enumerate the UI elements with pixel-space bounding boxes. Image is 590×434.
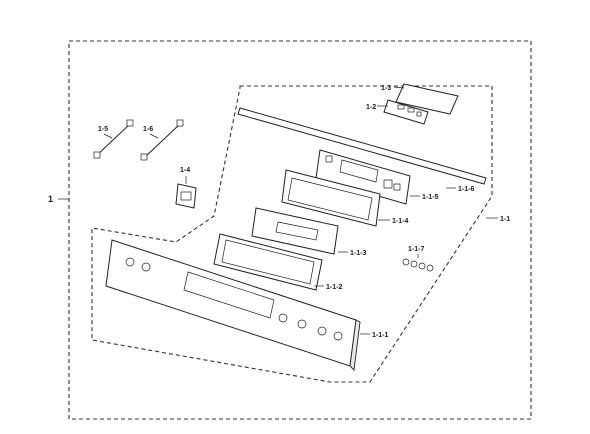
label-1-1: 1-1 xyxy=(500,216,510,223)
part-1-1-4 xyxy=(281,169,390,227)
label-1: 1 xyxy=(48,194,53,204)
label-1-6: 1-6 xyxy=(143,126,153,133)
part-1-4 xyxy=(175,176,197,209)
label-1-1-7: 1-1-7 xyxy=(408,246,424,253)
part-1-1-7 xyxy=(402,254,434,272)
assembly-1-1-boundary xyxy=(91,85,493,383)
label-1-1-6: 1-1-6 xyxy=(458,186,474,193)
label-1-1-1: 1-1-1 xyxy=(372,332,388,339)
label-1-2: 1-2 xyxy=(366,104,376,111)
part-1-1-3 xyxy=(251,207,348,255)
part-1-5 xyxy=(93,119,134,159)
label-1-1-2: 1-1-2 xyxy=(326,284,342,291)
part-1-6 xyxy=(140,119,184,161)
label-1-1-5: 1-1-5 xyxy=(422,194,438,201)
part-1-1-1 xyxy=(105,239,370,371)
part-1-2 xyxy=(377,99,429,125)
assembly-1-boundary xyxy=(68,40,532,420)
part-1-1-5 xyxy=(315,149,420,205)
label-1-1-3: 1-1-3 xyxy=(350,250,366,257)
label-1-1-4: 1-1-4 xyxy=(392,218,408,225)
part-1-3 xyxy=(393,83,459,115)
part-1-1-2 xyxy=(213,233,324,291)
label-1-5: 1-5 xyxy=(98,126,108,133)
label-1-3: 1-3 xyxy=(381,85,391,92)
label-1-4: 1-4 xyxy=(180,167,190,174)
part-1-1-6 xyxy=(237,107,487,189)
